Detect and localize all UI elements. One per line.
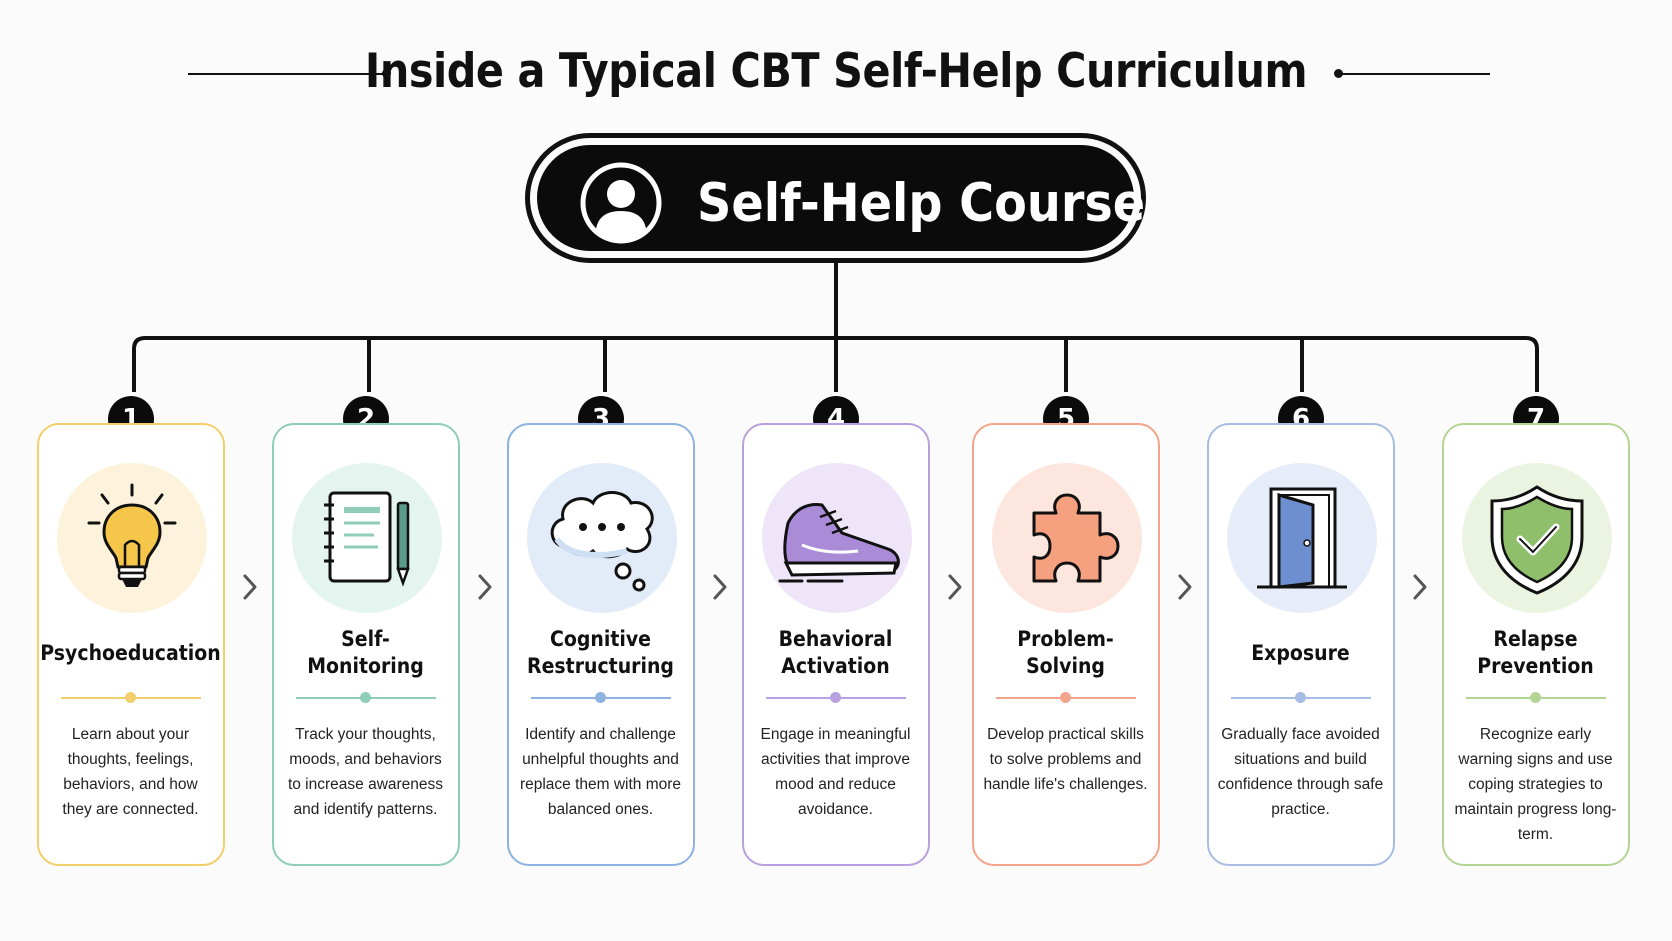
open-door-icon [1257, 487, 1347, 589]
step-divider-dot [1060, 692, 1071, 703]
step-divider-dot [595, 692, 606, 703]
step-icon-background [992, 463, 1142, 613]
notebook-pen-icon [324, 491, 410, 587]
step-title-text: Relapse Prevention [1477, 627, 1594, 678]
step-title: Exposure [1218, 623, 1383, 683]
chevron-right-icon [478, 574, 492, 600]
thought-bubble-icon [550, 491, 654, 592]
step-divider-dot [1295, 692, 1306, 703]
shield-check-icon [1490, 485, 1584, 595]
step-title: Cognitive Restructuring [518, 623, 683, 683]
step-icon-background [1227, 463, 1377, 613]
step-title: Problem-Solving [983, 623, 1148, 683]
step-description: Recognize early warning signs and use co… [1454, 726, 1617, 843]
step-title-text: Cognitive Restructuring [527, 627, 674, 678]
root-node-label: Self-Help Course [697, 173, 1146, 234]
step-title-text: Exposure [1251, 640, 1350, 665]
step-description: Engage in meaningful activities that imp… [760, 726, 911, 818]
chevron-right-icon [713, 574, 727, 600]
step-icon-background [1462, 463, 1612, 613]
step-title-text: Self-Monitoring [307, 627, 424, 678]
title-row: Inside a Typical CBT Self-Help Curriculu… [0, 38, 1672, 108]
step-description: Develop practical skills to solve proble… [983, 726, 1148, 793]
root-node: Self-Help Course [525, 133, 1146, 263]
page-title: Inside a Typical CBT Self-Help Curriculu… [364, 44, 1308, 99]
step-title: Behavioral Activation [753, 623, 918, 683]
step-divider-dot [830, 692, 841, 703]
title-rule-right [1340, 73, 1490, 75]
step-icon-background [57, 463, 207, 613]
step-title-text: Problem-Solving [1017, 627, 1114, 678]
title-rule-dot-left [382, 69, 391, 78]
step-title: Psychoeducation [40, 623, 220, 683]
step-description: Learn about your thoughts, feelings, beh… [62, 726, 199, 818]
user-icon [580, 162, 662, 244]
chevron-right-icon [243, 574, 257, 600]
root-node-fill: Self-Help Course [537, 145, 1145, 251]
puzzle-piece-icon [1032, 493, 1120, 583]
sneaker-icon [778, 503, 900, 583]
chevron-right-icon [1413, 574, 1427, 600]
step-description: Identify and challenge unhelpful thought… [519, 726, 682, 818]
step-description: Gradually face avoided situations and bu… [1217, 726, 1384, 818]
step-divider-dot [125, 692, 136, 703]
step-title-text: Psychoeducation [40, 640, 221, 665]
step-divider-dot [360, 692, 371, 703]
step-icon-background [762, 463, 912, 613]
step-title-text: Behavioral Activation [778, 627, 893, 678]
chevron-right-icon [948, 574, 962, 600]
step-icon-background [292, 463, 442, 613]
lightbulb-icon [87, 483, 177, 587]
step-divider-dot [1530, 692, 1541, 703]
step-title: Relapse Prevention [1453, 623, 1618, 683]
branch-connector [132, 336, 1539, 392]
step-icon-background [527, 463, 677, 613]
title-rule-dot-right [1334, 69, 1343, 78]
title-rule-left [188, 73, 386, 75]
step-title: Self-Monitoring [283, 623, 448, 683]
step-description: Track your thoughts, moods, and behavior… [287, 726, 444, 818]
chevron-right-icon [1178, 574, 1192, 600]
